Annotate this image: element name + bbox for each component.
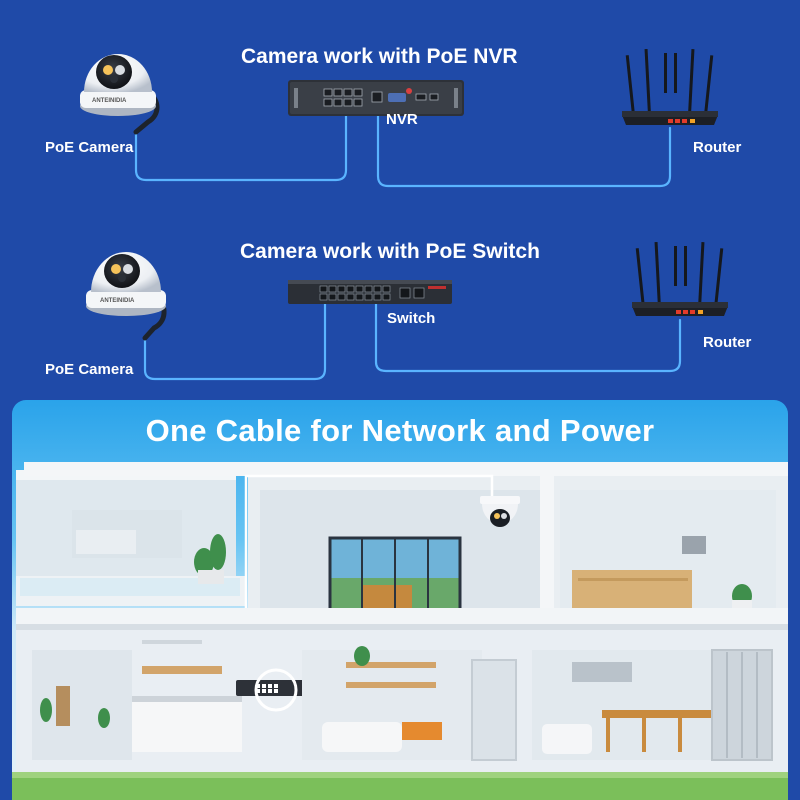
- house-banner: [12, 400, 788, 800]
- switch-camera-label: PoE Camera: [45, 361, 134, 378]
- ceiling-camera-icon: [480, 496, 520, 527]
- wifi-router-icon: [622, 48, 718, 125]
- dome-camera-icon: ANTEINIDIA: [80, 54, 156, 116]
- switch-device-label: Switch: [387, 310, 436, 327]
- camera-brand-text: ANTEINIDIA: [100, 298, 135, 304]
- switch-cables: [143, 298, 682, 381]
- camera-brand-text: ANTEINIDIA: [92, 98, 127, 104]
- poe-switch-icon: [288, 280, 452, 304]
- house-cutaway-illustration: [12, 462, 788, 800]
- nvr-recorder-icon: [288, 80, 464, 116]
- nvr-section-title: Camera work with PoE NVR: [241, 45, 518, 68]
- nvr-camera-label: PoE Camera: [45, 139, 134, 156]
- dome-camera-icon: ANTEINIDIA: [86, 252, 166, 316]
- wifi-router-icon: [632, 241, 728, 316]
- nvr-device-label: NVR: [386, 111, 418, 128]
- switch-section-title: Camera work with PoE Switch: [240, 240, 540, 263]
- nvr-cables: [134, 98, 672, 188]
- switch-router-label: Router: [703, 334, 752, 351]
- nvr-router-label: Router: [693, 139, 742, 156]
- banner-title: One Cable for Network and Power: [145, 413, 655, 448]
